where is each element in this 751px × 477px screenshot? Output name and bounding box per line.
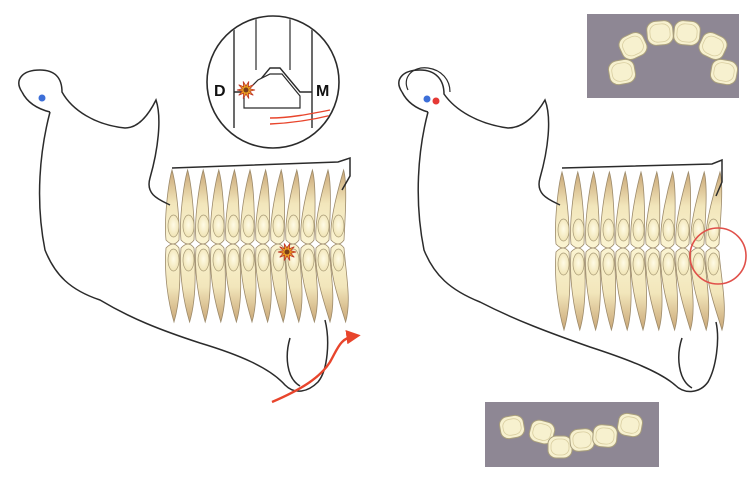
occlusal-tooth xyxy=(569,428,595,452)
lower-crown xyxy=(183,249,194,271)
upper-crown xyxy=(213,215,224,237)
left-ramus-back xyxy=(22,92,50,112)
upper-arch-panel xyxy=(587,14,739,98)
lower-crown xyxy=(243,249,254,271)
occlusal-tooth xyxy=(646,20,674,46)
lower-crown xyxy=(573,253,584,275)
upper-crown xyxy=(228,215,239,237)
left-condyle-blue-dot xyxy=(39,95,46,102)
lower-crown xyxy=(678,253,689,275)
right-dentition xyxy=(555,172,724,330)
lower-crown xyxy=(228,249,239,271)
mesial-label: M xyxy=(316,83,329,100)
upper-crown xyxy=(288,215,299,237)
upper-crown xyxy=(198,215,209,237)
upper-crown xyxy=(603,219,614,241)
lower-crown xyxy=(333,249,344,271)
upper-crown xyxy=(648,219,659,241)
right-mandible xyxy=(399,68,746,392)
upper-crown xyxy=(588,219,599,241)
upper-crown xyxy=(693,219,704,241)
distal-label: D xyxy=(214,83,226,100)
upper-crown xyxy=(273,215,284,237)
lower-crown xyxy=(648,253,659,275)
lower-crown xyxy=(168,249,179,271)
lower-crown xyxy=(708,253,719,275)
left-dentition xyxy=(165,170,348,322)
upper-crown xyxy=(243,215,254,237)
curved-arrow-icon xyxy=(272,336,355,402)
lower-crown xyxy=(588,253,599,275)
lower-crown xyxy=(633,253,644,275)
left-chin-outline xyxy=(287,338,300,386)
lower-crown xyxy=(618,253,629,275)
occlusal-tooth xyxy=(592,424,618,448)
upper-crown xyxy=(258,215,269,237)
right-chin-outline xyxy=(679,338,692,388)
upper-crown xyxy=(558,219,569,241)
upper-crown xyxy=(168,215,179,237)
right-condyle-blue-dot xyxy=(424,96,431,103)
lower-crown xyxy=(213,249,224,271)
lower-arch-panel xyxy=(485,402,659,467)
lower-crown xyxy=(318,249,329,271)
right-ramus-back xyxy=(402,92,428,112)
occlusal-tooth xyxy=(673,20,701,46)
lower-crown xyxy=(303,249,314,271)
upper-crown xyxy=(333,215,344,237)
occlusal-tooth xyxy=(548,436,572,458)
lower-crown xyxy=(663,253,674,275)
upper-crown xyxy=(618,219,629,241)
lower-crown xyxy=(558,253,569,275)
lower-crown xyxy=(198,249,209,271)
lower-crown xyxy=(603,253,614,275)
upper-crown xyxy=(663,219,674,241)
inset-magnified-view: D M xyxy=(207,10,339,148)
upper-crown xyxy=(678,219,689,241)
upper-crown xyxy=(318,215,329,237)
left-maxilla-outline xyxy=(172,158,350,190)
upper-crown xyxy=(573,219,584,241)
right-condyle-red-dot xyxy=(433,98,440,105)
lower-crown xyxy=(258,249,269,271)
upper-crown xyxy=(633,219,644,241)
upper-crown xyxy=(303,215,314,237)
upper-crown xyxy=(183,215,194,237)
